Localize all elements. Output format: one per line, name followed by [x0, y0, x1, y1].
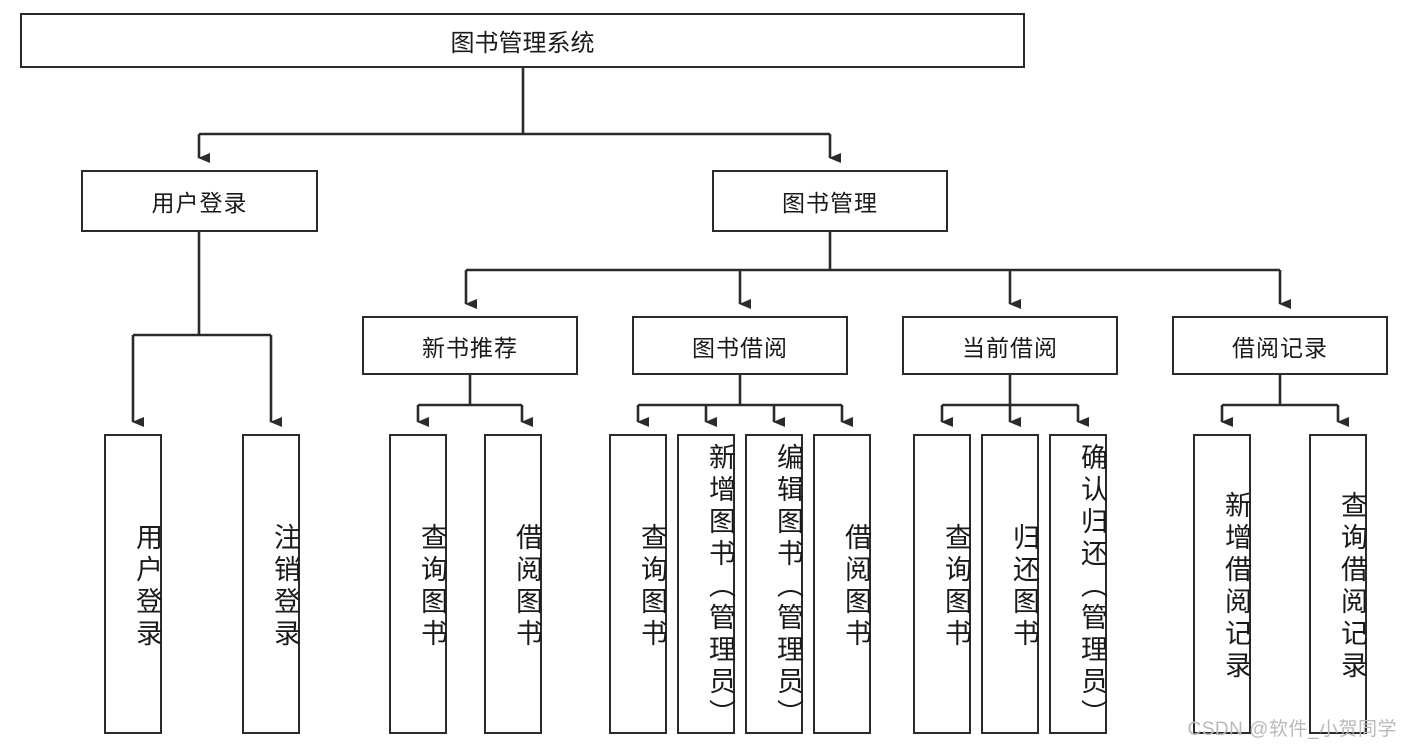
node-current-borrow-label: 当前借阅: [962, 334, 1058, 361]
leaf-edit-book-admin[interactable]: 编辑图书（管理员）: [745, 434, 803, 734]
node-user-login[interactable]: 用户登录: [81, 170, 318, 232]
leaf-borrow-book-1-label: 借阅图书: [512, 523, 542, 651]
node-borrow-record[interactable]: 借阅记录: [1172, 316, 1388, 375]
node-book-management-label: 图书管理: [782, 190, 878, 216]
leaf-query-borrow-record-label: 查询借阅记录: [1337, 491, 1367, 683]
leaf-add-borrow-record-label: 新增借阅记录: [1221, 491, 1251, 683]
node-current-borrow[interactable]: 当前借阅: [902, 316, 1118, 375]
node-root[interactable]: 图书管理系统: [20, 13, 1025, 68]
node-new-book-recommend[interactable]: 新书推荐: [362, 316, 578, 375]
leaf-query-book-3-label: 查询图书: [941, 523, 971, 651]
leaf-edit-book-admin-label: 编辑图书（管理员）: [773, 443, 803, 731]
leaf-logout-login-label: 注销登录: [270, 523, 300, 651]
leaf-add-book-admin[interactable]: 新增图书（管理员）: [677, 434, 735, 734]
leaf-return-book[interactable]: 归还图书: [981, 434, 1039, 734]
node-new-book-recommend-label: 新书推荐: [422, 334, 518, 361]
leaf-user-login-label: 用户登录: [132, 523, 162, 651]
leaf-user-login[interactable]: 用户登录: [104, 434, 162, 734]
node-root-label: 图书管理系统: [450, 30, 595, 57]
leaf-borrow-book-1[interactable]: 借阅图书: [484, 434, 542, 734]
leaf-query-book-2-label: 查询图书: [637, 523, 667, 651]
node-user-login-label: 用户登录: [151, 190, 248, 216]
leaf-logout-login[interactable]: 注销登录: [242, 434, 300, 734]
leaf-add-borrow-record[interactable]: 新增借阅记录: [1193, 434, 1251, 734]
node-book-management[interactable]: 图书管理: [712, 170, 948, 232]
leaf-query-book-2[interactable]: 查询图书: [609, 434, 667, 734]
node-book-borrow-label: 图书借阅: [692, 334, 788, 361]
leaf-borrow-book-2-label: 借阅图书: [841, 523, 871, 651]
leaf-borrow-book-2[interactable]: 借阅图书: [813, 434, 871, 734]
leaf-query-book-1[interactable]: 查询图书: [389, 434, 447, 734]
node-book-borrow[interactable]: 图书借阅: [632, 316, 848, 375]
leaf-query-book-3[interactable]: 查询图书: [913, 434, 971, 734]
node-borrow-record-label: 借阅记录: [1232, 334, 1328, 361]
leaf-query-book-1-label: 查询图书: [417, 523, 447, 651]
leaf-add-book-admin-label: 新增图书（管理员）: [705, 443, 735, 731]
watermark: CSDN @软件_小贺同学: [1187, 719, 1397, 740]
leaf-query-borrow-record[interactable]: 查询借阅记录: [1309, 434, 1367, 734]
leaf-return-book-label: 归还图书: [1009, 523, 1039, 651]
leaf-confirm-return-admin[interactable]: 确认归还（管理员）: [1049, 434, 1107, 734]
leaf-confirm-return-admin-label: 确认归还（管理员）: [1077, 443, 1107, 731]
